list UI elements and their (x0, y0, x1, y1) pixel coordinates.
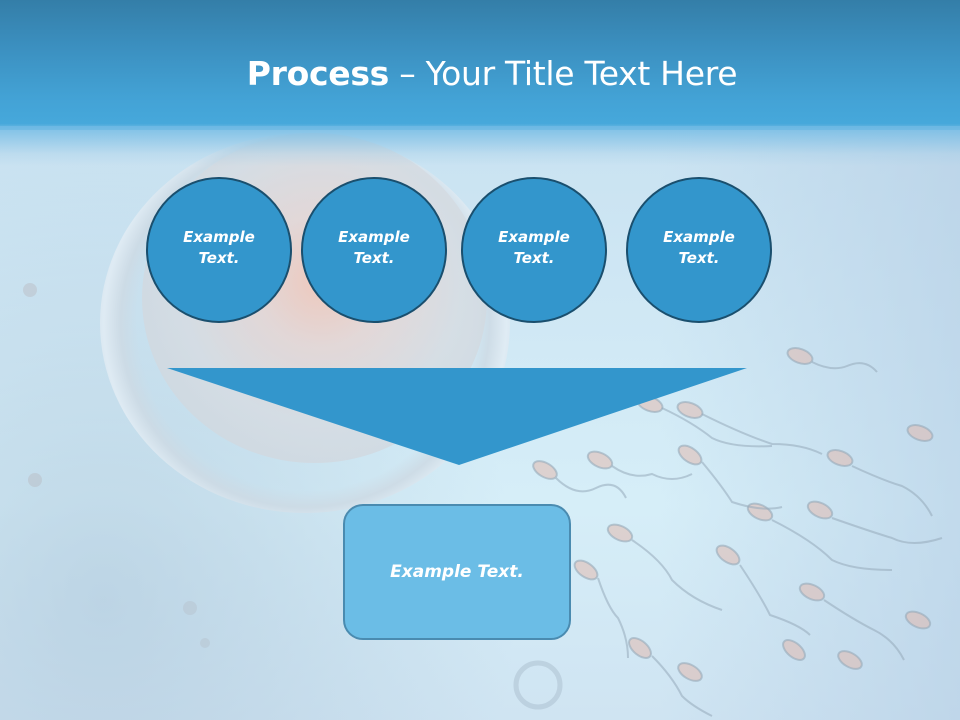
process-step-2-line2: Text. (353, 249, 395, 267)
result-box-text: Example Text. (390, 562, 524, 582)
process-step-3-line2: Text. (513, 249, 555, 267)
result-box[interactable]: Example Text. (343, 504, 571, 640)
slide-title-rest: – Your Title Text Here (389, 54, 738, 93)
process-step-2[interactable]: Example Text. (301, 177, 447, 323)
slide-title-bold: Process (246, 54, 390, 93)
title-bar-fade (0, 126, 960, 166)
process-step-4-line1: Example (663, 228, 735, 246)
process-step-3-line1: Example (498, 228, 570, 246)
process-step-1[interactable]: Example Text. (146, 177, 292, 323)
process-step-1-line2: Text. (198, 249, 240, 267)
process-step-4[interactable]: Example Text. (626, 177, 772, 323)
slide-title: Process – Your Title Text Here (0, 52, 960, 96)
process-step-3-text: Example Text. (489, 228, 579, 270)
process-step-3[interactable]: Example Text. (461, 177, 607, 323)
process-step-4-line2: Text. (678, 249, 720, 267)
process-step-2-text: Example Text. (329, 228, 419, 270)
process-step-1-text: Example Text. (174, 228, 264, 270)
process-step-1-line1: Example (183, 228, 255, 246)
title-bar (0, 0, 960, 130)
process-step-4-text: Example Text. (654, 228, 744, 270)
process-step-2-line1: Example (338, 228, 410, 246)
